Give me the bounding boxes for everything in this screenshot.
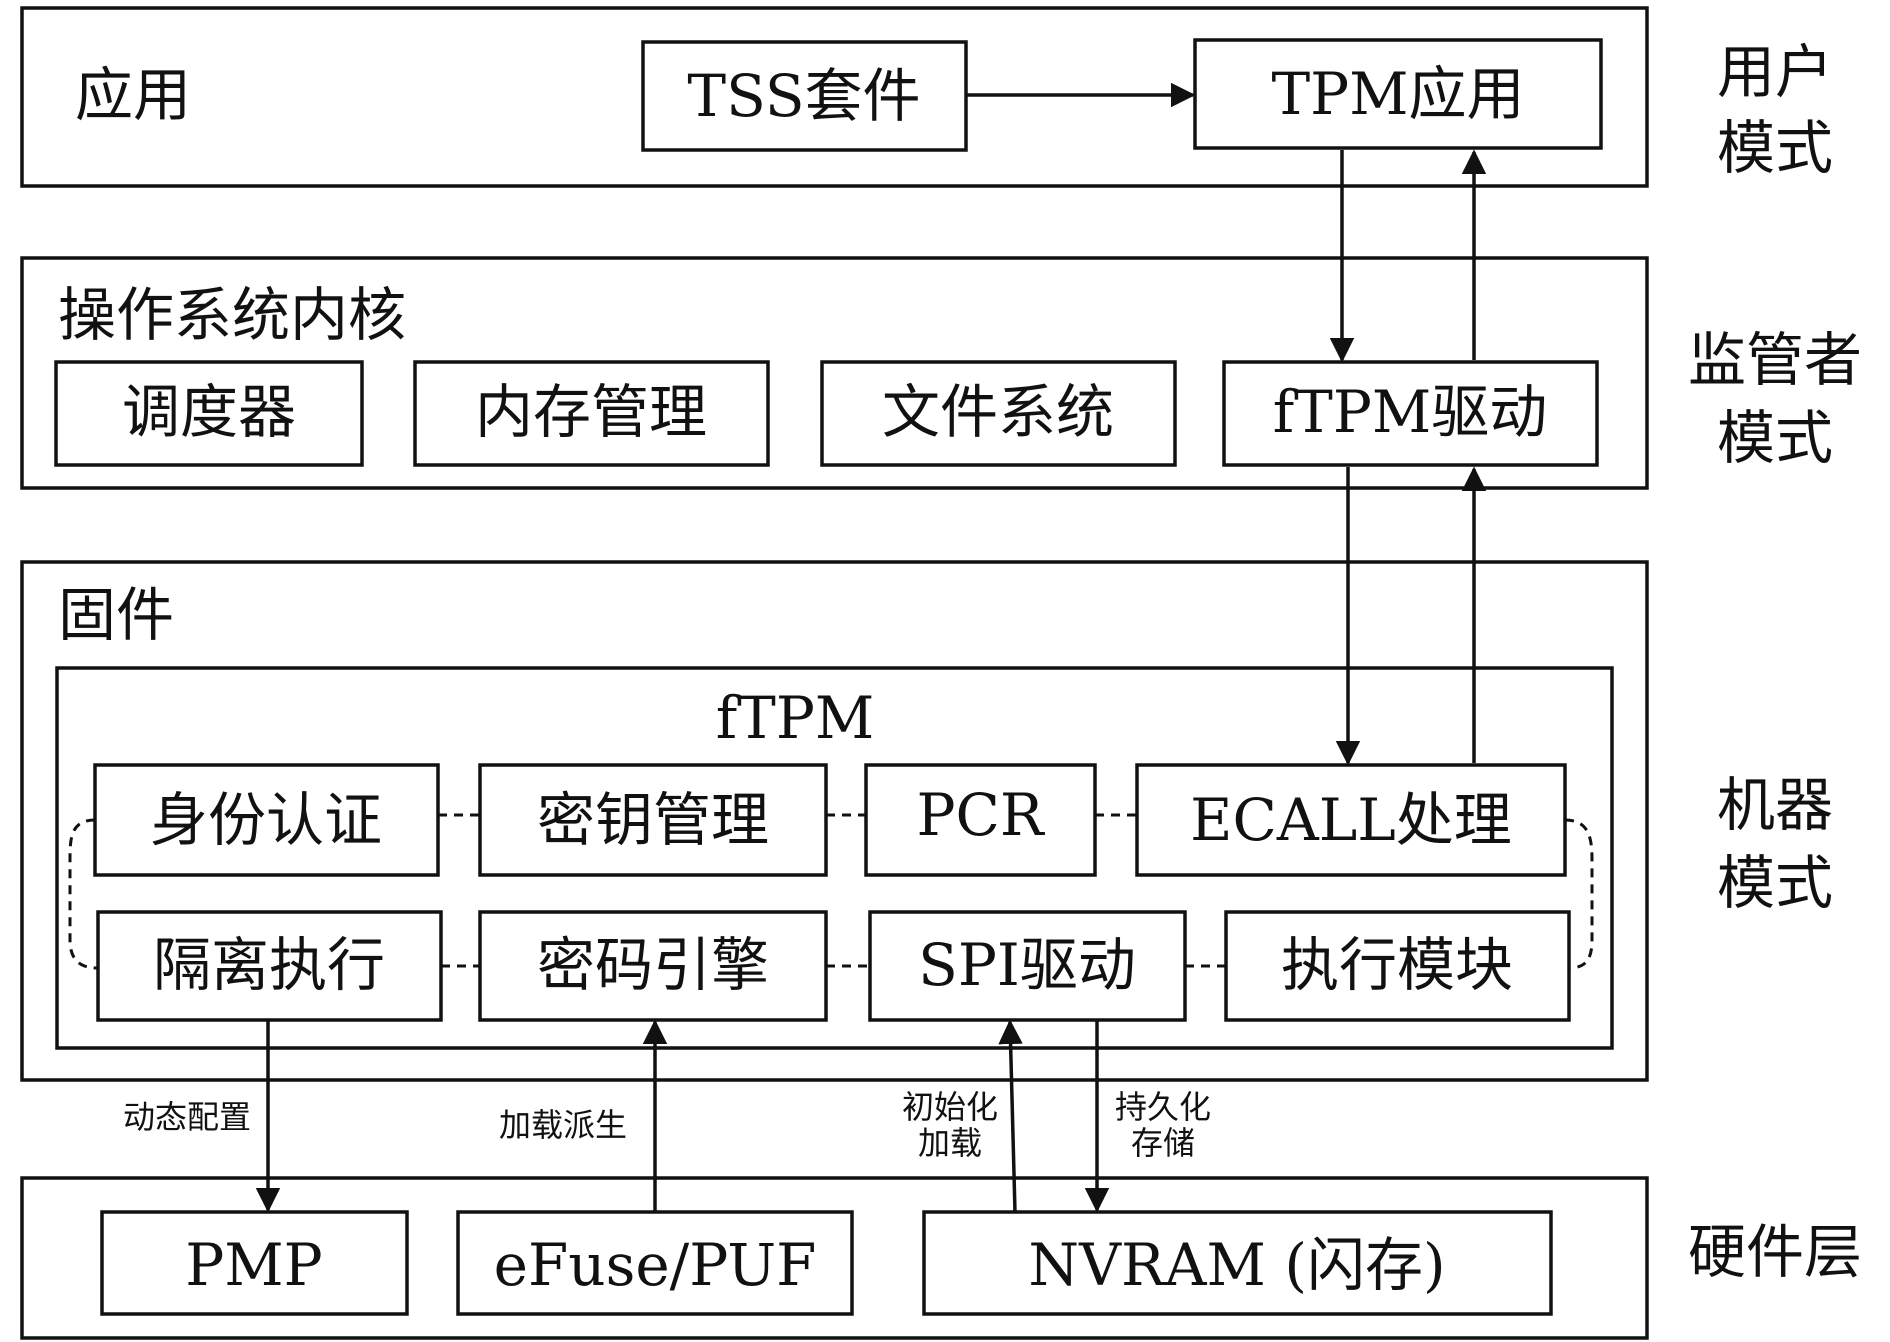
scheduler-label: 调度器	[122, 378, 296, 446]
init-load-label-line2: 加载	[918, 1124, 982, 1162]
crypto-engine-label: 密码引擎	[537, 931, 769, 999]
ftpm-driver-label: fTPM驱动	[1273, 378, 1548, 446]
nvram-to-spi-arrow	[998, 1019, 1023, 1213]
memory-management-label: 内存管理	[475, 378, 707, 446]
machine-mode-label-line2: 模式	[1717, 849, 1833, 917]
crypto-engine-box	[478, 910, 828, 1022]
tpm-app-label: TPM应用	[1271, 60, 1524, 128]
efuse-puf-box	[456, 1210, 854, 1316]
persist-store-label-line2: 存储	[1131, 1124, 1195, 1162]
user-mode-label-line2: 模式	[1717, 114, 1833, 182]
ecall-handler-box	[1135, 763, 1567, 877]
file-system-label: 文件系统	[882, 378, 1114, 446]
pcr-label: PCR	[916, 781, 1045, 849]
firmware-region-label: 固件	[58, 581, 174, 649]
pmp-box	[100, 1210, 409, 1316]
machine-mode-label-line1: 机器	[1717, 771, 1833, 839]
pcr-box	[864, 763, 1097, 877]
tss-suite-label: TSS套件	[687, 62, 920, 130]
dash-left-loop	[68, 818, 99, 970]
isolated-execution-label: 隔离执行	[153, 931, 385, 999]
persist-store-label-line1: 持久化	[1115, 1088, 1211, 1126]
nvram-label: NVRAM (闪存)	[1028, 1231, 1445, 1299]
spi-driver-label: SPI驱动	[918, 931, 1136, 999]
identity-auth-label: 身份认证	[150, 786, 382, 854]
pmp-label: PMP	[185, 1231, 322, 1299]
scheduler-box	[54, 360, 364, 467]
file-system-box	[820, 360, 1177, 467]
ftpm-driver-box	[1222, 360, 1599, 467]
identity-auth-box	[93, 763, 440, 877]
ftpm-title: fTPM	[716, 684, 875, 752]
isolated-execution-box	[96, 910, 443, 1022]
supervisor-mode-label-line1: 监管者	[1688, 326, 1862, 394]
load-derive-label: 加载派生	[499, 1106, 627, 1144]
execution-module-label: 执行模块	[1281, 931, 1513, 999]
hardware-layer-label: 硬件层	[1688, 1218, 1862, 1286]
dynamic-config-label: 动态配置	[123, 1098, 251, 1136]
user-mode-label-line1: 用户	[1717, 38, 1833, 106]
memory-management-box	[413, 360, 770, 467]
ecall-handler-label: ECALL处理	[1190, 786, 1512, 854]
key-management-label: 密钥管理	[537, 786, 769, 854]
app-region-label: 应用	[75, 61, 191, 129]
init-load-label-line1: 初始化	[902, 1088, 998, 1126]
key-management-box	[478, 763, 828, 877]
nvram-box	[922, 1210, 1553, 1316]
efuse-puf-label: eFuse/PUF	[494, 1231, 817, 1299]
dash-right-loop	[1564, 818, 1594, 970]
supervisor-mode-label-line2: 模式	[1717, 404, 1833, 472]
kernel-region-label: 操作系统内核	[58, 281, 406, 349]
spi-driver-box	[868, 910, 1187, 1022]
tss-suite-box	[641, 40, 968, 152]
